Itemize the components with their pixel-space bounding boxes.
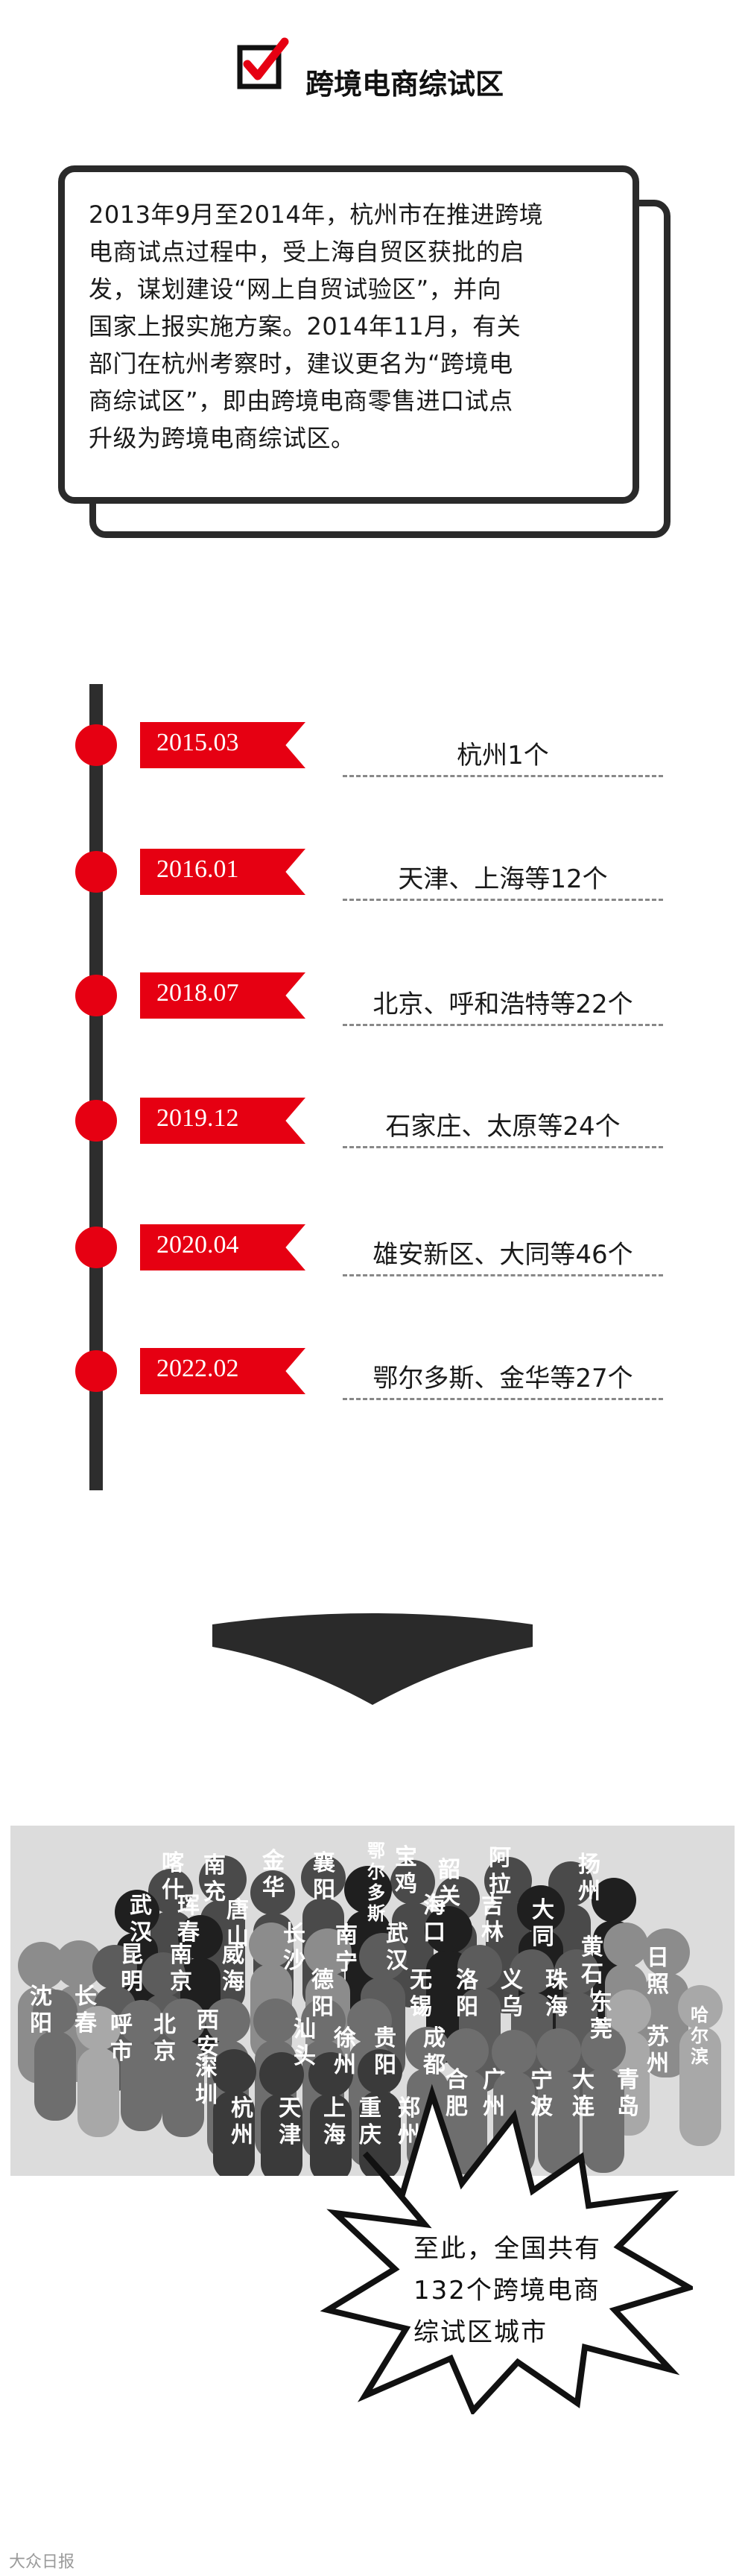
intro-text: 2013年9月至2014年，杭州市在推进跨境 电商试点过程中，受上海自贸区获批的…	[89, 196, 609, 457]
intro-line: 部门在杭州考察时，建议更名为“跨境电	[89, 349, 513, 378]
timeline-dot	[75, 975, 117, 1016]
city-label: 徐州	[334, 2025, 356, 2078]
city-label: 南京	[170, 1942, 192, 1995]
city-label: 武汉	[130, 1893, 152, 1946]
city-label: 长春	[74, 1984, 97, 2037]
timeline-date-flag	[140, 722, 305, 768]
city-label: 黄石	[581, 1934, 603, 1987]
timeline-dot	[75, 1100, 117, 1142]
timeline-dot	[75, 1227, 117, 1268]
timeline-date: 2020.04	[156, 1231, 239, 1259]
timeline-divider	[343, 1024, 663, 1026]
timeline-date-flag	[140, 1224, 305, 1270]
timeline-divider	[343, 899, 663, 901]
city-label: 大同	[532, 1897, 554, 1950]
timeline-date-flag	[140, 849, 305, 895]
city-label: 上海	[323, 2095, 346, 2148]
timeline-divider	[343, 775, 663, 777]
city-label: 天津	[279, 2095, 301, 2148]
timeline-date-flag	[140, 972, 305, 1019]
city-label: 贵阳	[374, 2025, 396, 2078]
city-label: 日照	[647, 1945, 669, 1998]
city-label: 青岛	[617, 2067, 639, 2120]
timeline-divider	[343, 1146, 663, 1148]
city-label: 韶关	[438, 1857, 460, 1910]
city-label: 喀什	[162, 1850, 184, 1903]
intro-line: 2013年9月至2014年，杭州市在推进跨境	[89, 200, 544, 229]
timeline-text: 石家庄、太原等24个	[385, 1112, 621, 1142]
city-label: 洛阳	[456, 1967, 478, 2020]
summary-line: 132个跨境电商	[413, 2276, 600, 2306]
city-label: 苏州	[647, 2024, 669, 2077]
city-label: 唐山	[226, 1897, 249, 1950]
timeline-text: 鄂尔多斯、金华等27个	[372, 1364, 633, 1393]
city-label: 金华	[262, 1848, 285, 1901]
city-label: 西安	[197, 2007, 219, 2060]
timeline-divider	[343, 1398, 663, 1400]
city-label: 武汉	[386, 1921, 408, 1974]
timeline-date: 2016.01	[156, 855, 239, 883]
city-label: 杭州	[231, 2095, 253, 2148]
city-label: 珠海	[545, 1967, 568, 2020]
city-label: 大连	[572, 2067, 595, 2120]
city-label: 吉林	[481, 1893, 504, 1946]
city-label: 广州	[483, 2067, 505, 2120]
timeline-date: 2018.07	[156, 979, 239, 1007]
city-label: 宝鸡	[395, 1844, 417, 1897]
city-label: 南宁	[335, 1922, 358, 1975]
city-label: 郑州	[398, 2095, 420, 2148]
city-label: 合肥	[446, 2067, 468, 2120]
city-label: 珲春	[177, 1893, 200, 1946]
city-label: 德阳	[311, 1967, 334, 2020]
speech-bubble	[320, 2083, 693, 2414]
intro-card: 2013年9月至2014年，杭州市在推进跨境 电商试点过程中，受上海自贸区获批的…	[58, 165, 639, 504]
intro-line: 电商试点过程中，受上海自贸区获批的启	[89, 238, 525, 266]
watermark: 大众日报	[9, 2553, 75, 2572]
city-label: 南充	[203, 1852, 226, 1905]
timeline-divider	[343, 1274, 663, 1276]
city-label: 鄂尔多斯	[367, 1841, 385, 1924]
city-label: 哈尔滨	[691, 2004, 708, 2067]
intro-line: 发，谋划建设“网上自贸试验区”，并向	[89, 275, 502, 303]
timeline-text: 北京、呼和浩特等22个	[372, 990, 633, 1019]
city-label: 重庆	[359, 2095, 381, 2148]
city-label: 汕头	[294, 2016, 316, 2069]
chevron-down-icon	[212, 1613, 533, 1705]
summary-line: 至此，全国共有	[413, 2234, 601, 2264]
intro-line: 商综试区”，即由跨境电商零售进口试点	[89, 387, 513, 415]
timeline-date: 2015.03	[156, 729, 239, 756]
intro-line: 国家上报实施方案。2014年11月，有关	[89, 312, 522, 341]
timeline-dot	[75, 1350, 117, 1392]
timeline-dot	[75, 724, 117, 766]
timeline-text: 雄安新区、大同等46个	[372, 1240, 633, 1270]
city-label: 宁波	[530, 2067, 553, 2120]
timeline-text: 杭州1个	[457, 741, 549, 770]
city-label: 阿拉	[489, 1845, 511, 1898]
city-label: 威海	[222, 1942, 244, 1995]
page-title: 跨境电商综试区	[305, 68, 504, 101]
city-label: 深圳	[195, 2055, 218, 2108]
city-label: 呼市	[110, 2012, 133, 2065]
checkbox-checked-icon	[237, 37, 289, 89]
city-label: 成都	[423, 2025, 446, 2078]
timeline-date: 2019.12	[156, 1104, 239, 1132]
city-label: 义乌	[501, 1967, 523, 2020]
city-label: 沈阳	[30, 1984, 52, 2037]
summary-line: 综试区城市	[413, 2317, 548, 2347]
city-label: 长沙	[283, 1921, 305, 1974]
city-label: 昆明	[121, 1942, 143, 1995]
intro-line: 升级为跨境电商综试区。	[89, 424, 355, 452]
timeline-text: 天津、上海等12个	[398, 864, 608, 894]
timeline-date: 2022.02	[156, 1355, 239, 1382]
summary-text: 至此，全国共有 132个跨境电商 综试区城市	[413, 2228, 637, 2353]
city-label: 无锡	[410, 1967, 432, 2020]
timeline-dot	[75, 851, 117, 893]
city-label: 襄阳	[313, 1850, 335, 1903]
city-label: 海口	[423, 1893, 446, 1946]
timeline-date-flag	[140, 1348, 305, 1394]
city-label: 扬州	[578, 1852, 600, 1905]
city-label: 北京	[153, 2012, 176, 2065]
timeline-date-flag	[140, 1098, 305, 1144]
city-label: 东莞	[590, 1990, 612, 2042]
